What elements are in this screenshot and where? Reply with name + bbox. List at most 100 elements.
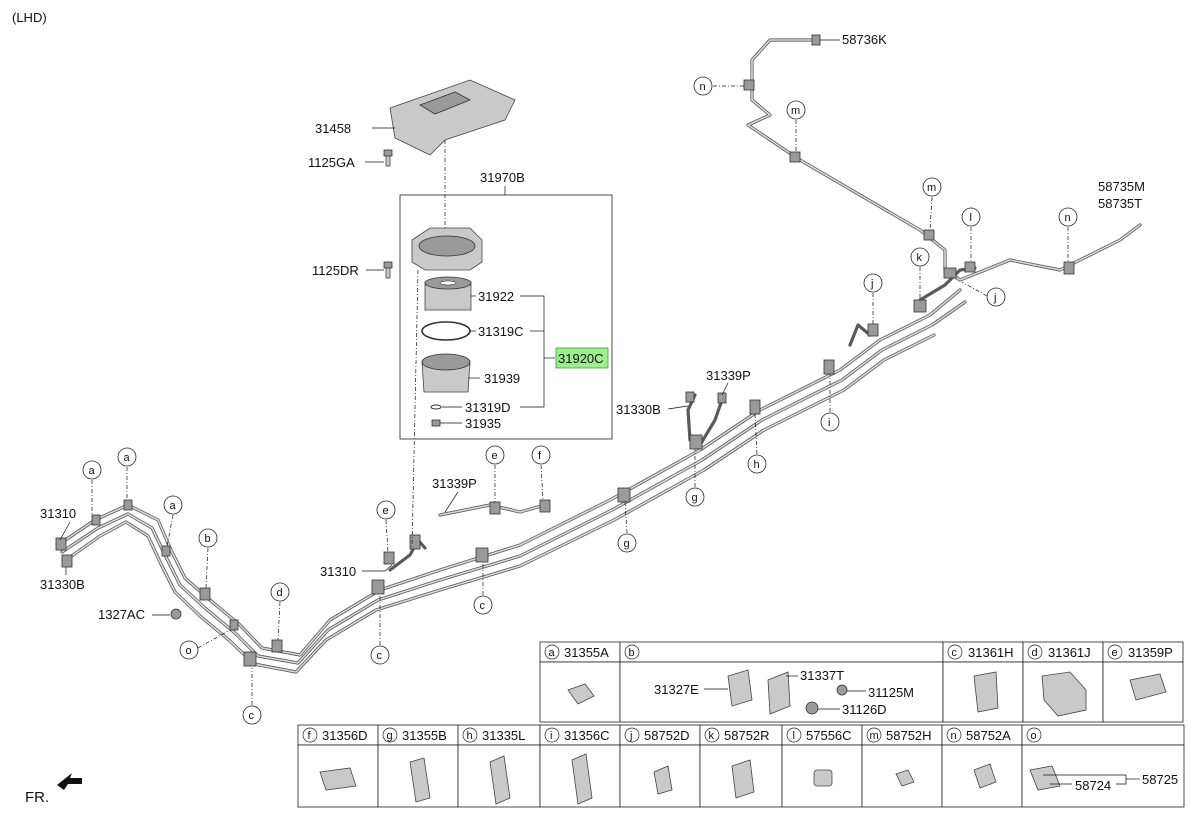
- legend-i-part: 31356C: [564, 728, 610, 743]
- filter-bracket: [389, 79, 516, 232]
- svg-text:c: c: [377, 650, 383, 662]
- legend-o-p1: 58724: [1075, 778, 1111, 793]
- label-ring: 31319D: [465, 400, 511, 415]
- svg-text:a: a: [170, 500, 177, 512]
- line-clips: [55, 34, 1075, 667]
- legend-f-part: 31356D: [322, 728, 368, 743]
- svg-text:d: d: [277, 587, 283, 599]
- callout-i: i: [820, 374, 840, 432]
- callout-n1: n: [693, 76, 744, 96]
- callout-b: b: [198, 528, 218, 589]
- svg-text:i: i: [550, 730, 552, 742]
- svg-text:m: m: [791, 105, 800, 117]
- legend-h-part: 31335L: [482, 728, 525, 743]
- callout-o: o: [179, 629, 231, 660]
- label-tube-mid: 31310: [320, 564, 356, 579]
- callout-a2: a: [117, 447, 137, 500]
- legend-c-clip-icon: [973, 671, 999, 713]
- legend-i-clip-icon: [571, 753, 593, 805]
- small-ring-icon: [430, 404, 442, 410]
- legend-c-part: 31361H: [968, 645, 1014, 660]
- legend-n-clip-icon: [973, 763, 997, 789]
- callout-d: d: [270, 582, 290, 641]
- svg-text:e: e: [383, 505, 389, 517]
- legend-b-p2: 31337T: [800, 668, 844, 683]
- label-assembly: 31970B: [480, 170, 525, 185]
- oring-icon: [421, 321, 471, 341]
- callout-f: f: [531, 445, 551, 501]
- legend-k-clip-icon: [731, 759, 755, 799]
- svg-text:f: f: [538, 450, 542, 462]
- callout-e1: e: [376, 500, 396, 553]
- svg-text:m: m: [927, 182, 936, 194]
- svg-text:k: k: [709, 730, 715, 742]
- filter-kit-highlight: [555, 347, 609, 369]
- legend-row-1: a 31355A b c 31361H d 31361J e 31359P 31…: [539, 641, 1184, 723]
- callout-k: k: [910, 247, 930, 300]
- svg-text:k: k: [917, 252, 923, 264]
- callout-g1: g: [617, 501, 637, 553]
- svg-text:a: a: [124, 452, 131, 464]
- callout-j1: j: [863, 273, 883, 324]
- callout-c1: c: [242, 668, 262, 725]
- svg-text:g: g: [624, 538, 630, 550]
- legend-b-holder-icon: [767, 671, 791, 715]
- legend-h-clip-icon: [489, 755, 511, 805]
- legend-l-part: 57556C: [806, 728, 852, 743]
- legend-b-nut-icon: [805, 701, 819, 715]
- legend-a-part: 31355A: [564, 645, 609, 660]
- svg-text:d: d: [1032, 647, 1038, 659]
- svg-text:e: e: [1112, 647, 1118, 659]
- sensor-icon: [431, 419, 441, 427]
- svg-text:i: i: [828, 417, 830, 429]
- callout-m1: m: [786, 100, 806, 152]
- filter-housing-icon: [421, 353, 471, 393]
- legend-o-p2: 58725: [1142, 772, 1178, 787]
- callout-c3: c: [473, 562, 493, 615]
- legend-b-p3: 31125M: [868, 685, 914, 700]
- legend-k-part: 58752R: [724, 728, 770, 743]
- callouts: a a a b d o c c c e e f g g h i j j k l …: [82, 76, 1078, 725]
- label-tube-front: 31310: [40, 506, 76, 521]
- svg-text:b: b: [205, 533, 211, 545]
- legend-e-clip-icon: [1129, 673, 1167, 701]
- front-direction-label: FR.: [25, 789, 49, 806]
- label-filter: 31922: [478, 289, 514, 304]
- label-tube-b2: 31330B: [616, 402, 661, 417]
- callout-e2: e: [485, 445, 505, 502]
- label-line-k: 58736K: [842, 32, 887, 47]
- legend-m-part: 58752H: [886, 728, 932, 743]
- svg-text:c: c: [249, 710, 255, 722]
- callout-c2: c: [370, 596, 390, 665]
- svg-text:h: h: [467, 730, 473, 742]
- svg-text:f: f: [308, 730, 312, 742]
- label-oring: 31319C: [478, 324, 524, 339]
- legend-a-clip-icon: [567, 683, 595, 705]
- label-line-t: 58735T: [1098, 196, 1142, 211]
- svg-text:n: n: [700, 81, 706, 93]
- legend-row-2: f 31356D g 31355B h 31335L i 31356C j 58…: [297, 724, 1185, 808]
- svg-text:e: e: [492, 450, 498, 462]
- svg-text:l: l: [970, 212, 972, 224]
- label-clip-nut: 1327AC: [98, 607, 145, 622]
- legend-g-part: 31355B: [402, 728, 447, 743]
- callout-h: h: [747, 413, 767, 474]
- label-bolt-mid: 1125DR: [312, 263, 359, 278]
- legend-b-p1: 31327E: [654, 682, 699, 697]
- callout-m2: m: [922, 177, 942, 231]
- variant-label: (LHD): [12, 10, 47, 25]
- legend-m-clip-icon: [895, 769, 915, 787]
- svg-text:j: j: [993, 292, 996, 304]
- assembly-frame: [399, 194, 613, 440]
- svg-text:b: b: [629, 647, 635, 659]
- svg-text:g: g: [692, 492, 698, 504]
- label-sensor: 31935: [465, 416, 501, 431]
- callout-g2: g: [685, 449, 705, 507]
- svg-text:n: n: [951, 730, 957, 742]
- legend-b-bolt-icon: [836, 684, 848, 696]
- legend-d-part: 31361J: [1048, 645, 1091, 660]
- legend-j-clip-icon: [653, 765, 673, 795]
- svg-text:a: a: [89, 465, 96, 477]
- label-bolt-top: 1125GA: [308, 155, 355, 170]
